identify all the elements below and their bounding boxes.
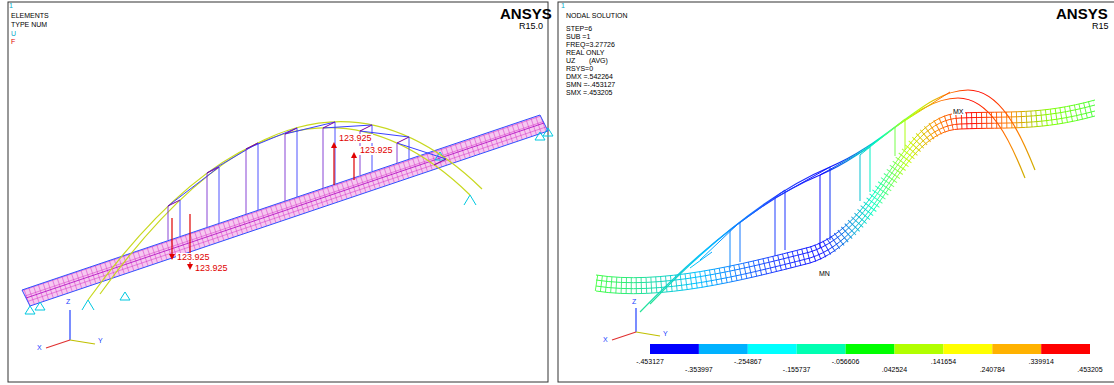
legend-value: -.254867	[734, 358, 762, 365]
symbol-key: F	[11, 38, 15, 45]
legend-value: -.056606	[832, 358, 860, 365]
legend-value: .240784	[980, 366, 1005, 373]
force-value: 123.925	[338, 134, 373, 143]
legend-value: .141654	[931, 358, 956, 365]
axis-triad	[612, 308, 660, 340]
deformed-hangers	[690, 92, 950, 268]
plot-header: ELEMENTS	[11, 12, 49, 19]
plot-setting: SUB =1	[566, 33, 590, 40]
axis-label: X	[37, 344, 42, 351]
legend-value: .453205	[1077, 366, 1102, 373]
plot-setting: FREQ=3.27726	[566, 41, 615, 48]
panel-frame	[558, 2, 1114, 382]
symbol-key: U	[11, 30, 16, 37]
arch-bracing	[168, 122, 446, 206]
plot-setting: TYPE NUM	[11, 21, 47, 28]
axis-label: Z	[66, 298, 70, 305]
panel-frame	[8, 2, 548, 382]
force-value: 123.925	[194, 264, 229, 273]
plot-setting: DMX =.542264	[566, 73, 613, 80]
legend-value: -.155737	[783, 366, 811, 373]
plot-setting: SMX =.453205	[566, 89, 613, 96]
legend-value: .042524	[882, 366, 907, 373]
axis-label: Z	[632, 298, 636, 305]
deformed-deck	[596, 100, 1095, 294]
legend-value: -.353997	[685, 366, 713, 373]
plot-setting: STEP=6	[566, 25, 592, 32]
ansys-logo: ANSYS	[500, 6, 552, 21]
max-marker: MX	[952, 108, 965, 115]
force-arrows	[169, 142, 357, 270]
plot-setting: UZ (AVG)	[566, 57, 608, 64]
axis-label: X	[603, 336, 608, 343]
version-label: R15.0	[519, 22, 543, 31]
version-label: R15	[1092, 22, 1109, 31]
bridge-deck	[22, 115, 548, 306]
plot-setting: RSYS=0	[566, 65, 593, 72]
force-value: 123.925	[359, 146, 394, 155]
plot-setting: SMN =-.453127	[566, 81, 615, 88]
plot-setting: REAL ONLY	[566, 49, 605, 56]
axis-label: Y	[663, 330, 668, 337]
contour-colorbar	[650, 344, 1090, 354]
window-number: 1	[9, 2, 13, 9]
ansys-logo: ANSYS	[1056, 6, 1108, 21]
axis-triad	[46, 310, 95, 348]
plot-header: NODAL SOLUTION	[566, 12, 628, 19]
window-number: 1	[561, 2, 565, 9]
hangers	[168, 122, 409, 240]
legend-value: -.453127	[636, 358, 664, 365]
arch	[88, 122, 482, 300]
force-value: 123.925	[176, 253, 211, 262]
legend-value: .339914	[1029, 358, 1054, 365]
support-symbols	[25, 128, 553, 314]
min-marker: MN	[818, 270, 831, 277]
deformed-arch	[640, 90, 1035, 312]
axis-label: Y	[98, 337, 103, 344]
